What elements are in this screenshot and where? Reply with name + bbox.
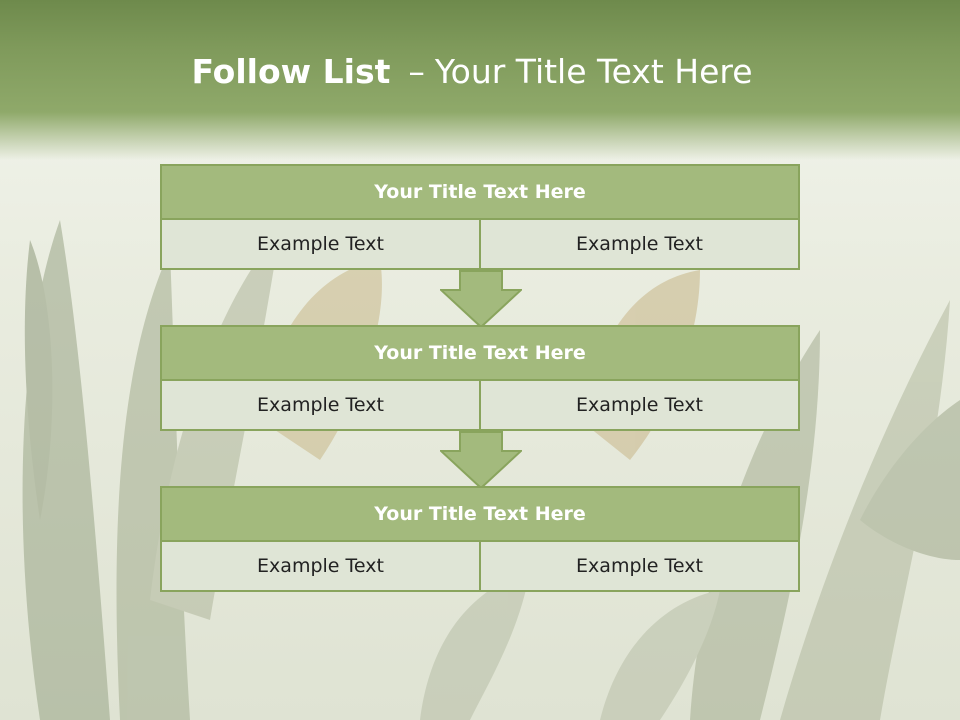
- step-cell-right: Example Text: [481, 381, 800, 431]
- step-box-2: Your Title Text Here Example Text Exampl…: [160, 325, 800, 431]
- down-arrow-icon: [440, 431, 522, 489]
- step-title: Your Title Text Here: [160, 164, 800, 220]
- down-arrow-icon: [440, 270, 522, 328]
- step-cell-right: Example Text: [481, 542, 800, 592]
- title-banner: [0, 0, 960, 160]
- step-cells: Example Text Example Text: [160, 381, 800, 431]
- step-cell-left: Example Text: [160, 220, 481, 270]
- slide-title: Follow List–Your Title Text Here: [0, 52, 944, 91]
- step-cells: Example Text Example Text: [160, 542, 800, 592]
- step-box-3: Your Title Text Here Example Text Exampl…: [160, 486, 800, 592]
- step-cell-left: Example Text: [160, 381, 481, 431]
- slide-title-rest: Your Title Text Here: [434, 52, 753, 91]
- step-cell-left: Example Text: [160, 542, 481, 592]
- step-title: Your Title Text Here: [160, 486, 800, 542]
- step-title: Your Title Text Here: [160, 325, 800, 381]
- slide-title-bold: Follow List: [191, 52, 391, 91]
- slide-title-separator: –: [408, 52, 425, 91]
- step-cells: Example Text Example Text: [160, 220, 800, 270]
- step-cell-right: Example Text: [481, 220, 800, 270]
- step-box-1: Your Title Text Here Example Text Exampl…: [160, 164, 800, 270]
